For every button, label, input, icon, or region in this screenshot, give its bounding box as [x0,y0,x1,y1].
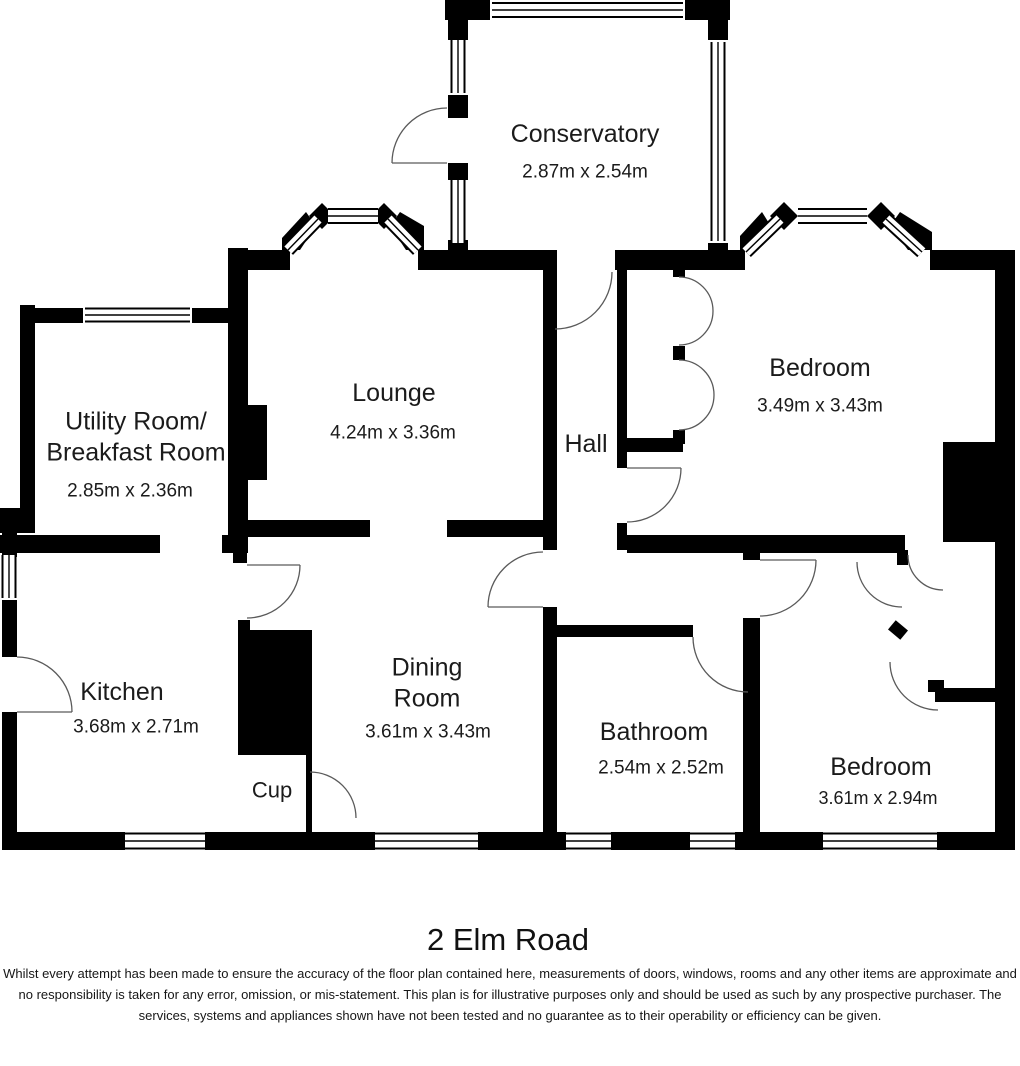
room-label-utility-line1: Utility Room/ [65,407,207,436]
room-dimensions-kitchen: 3.68m x 2.71m [73,716,199,738]
room-dimensions-bathroom: 2.54m x 2.52m [598,757,724,779]
room-dimensions-utility: 2.85m x 2.36m [67,480,193,502]
room-dimensions-conservatory: 2.87m x 2.54m [522,161,648,183]
room-label-bedroom2: Bedroom [830,752,932,781]
property-title: 2 Elm Road [427,922,589,957]
room-label-bathroom: Bathroom [599,717,709,746]
doors [16,107,944,819]
room-dimensions-dining: 3.61m x 3.43m [365,721,491,743]
walls [0,0,1015,850]
room-label-hall: Hall [564,429,608,458]
disclaimer-text: Whilst every attempt has been made to en… [3,966,1017,1024]
room-label-utility-line2: Breakfast Room [46,438,226,466]
room-label-conservatory: Conservatory [510,119,660,148]
room-label-dining: Dining Room [392,653,463,714]
windows [1,2,937,850]
room-dimensions-bedroom1: 3.49m x 3.43m [757,395,883,417]
room-label-cupboard: Cup [251,777,293,803]
room-dimensions-bedroom2: 3.61m x 2.94m [818,788,938,809]
room-label-lounge: Lounge [352,378,436,407]
room-label-dining-line2: Room [393,684,461,712]
room-label-dining-line1: Dining [391,653,463,682]
room-label-utility: Utility Room/ Breakfast Room [46,407,225,468]
floorplan-drawing [0,0,1015,850]
room-label-kitchen: Kitchen [80,677,164,706]
room-dimensions-lounge: 4.24m x 3.36m [330,422,456,444]
room-label-bedroom1: Bedroom [769,353,871,382]
